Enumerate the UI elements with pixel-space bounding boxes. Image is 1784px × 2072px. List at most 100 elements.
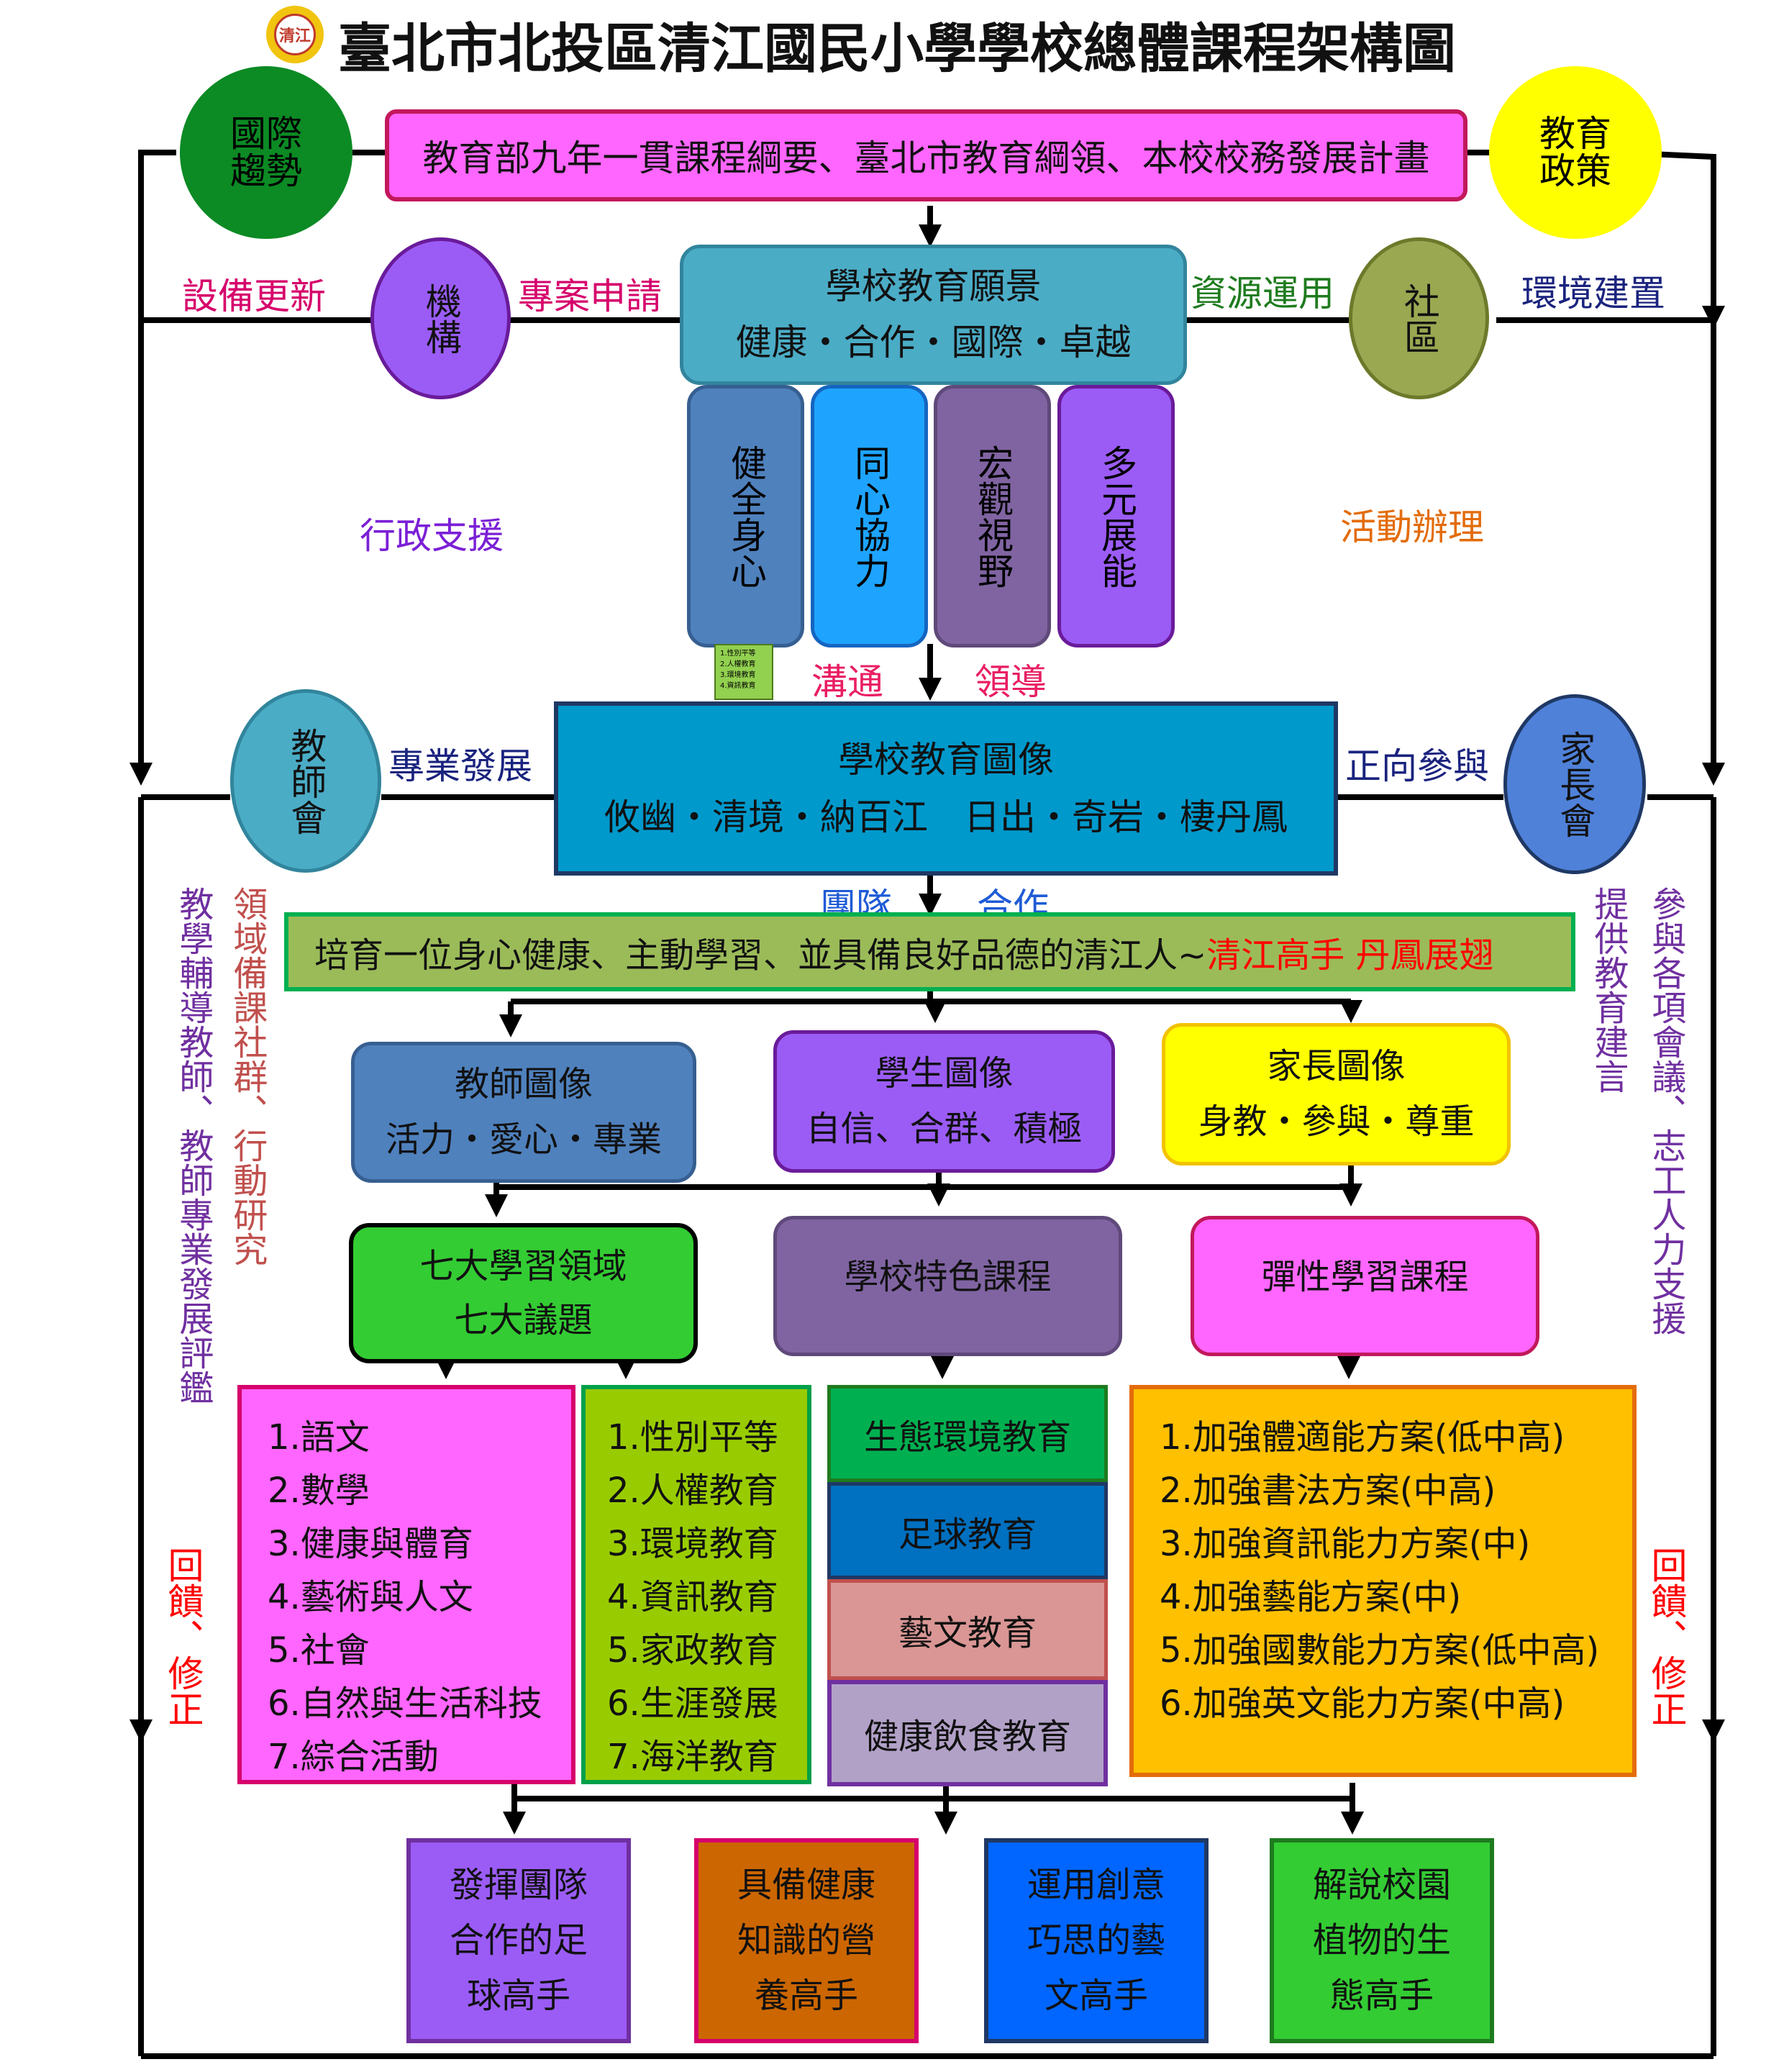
outcome-line: 發揮團隊	[449, 1865, 588, 1906]
list-item: 4.藝術與人文	[268, 1577, 473, 1617]
page-title: 臺北市北投區清江國民小學學校總體課程架構圖	[338, 18, 1456, 80]
feedback-right-text: 回饋、修正	[1645, 1547, 1688, 1727]
circle-teacher-association: 教師會	[230, 689, 381, 873]
outcome-ecology: 解說校園 植物的生 態高手	[1270, 1838, 1494, 2043]
teacher-portrait-title: 教師圖像	[454, 1064, 593, 1105]
vision-title: 學校教育願景	[825, 265, 1042, 307]
flexible-course-box: 彈性學習課程	[1191, 1216, 1539, 1356]
parent-portrait-title: 家長圖像	[1267, 1046, 1406, 1087]
school-image-title: 學校教育圖像	[838, 739, 1054, 781]
list-item: 6.生涯發展	[607, 1684, 778, 1724]
domains-list-box: 1.語文 2.數學 3.健康與體育 4.藝術與人文 5.社會 6.自然與生活科技…	[237, 1385, 575, 1784]
pillar-cooperation: 同心協力	[811, 385, 928, 648]
list-item: 7.海洋教育	[607, 1737, 778, 1777]
circle-institution: 機構	[370, 237, 511, 399]
outcome-arts: 運用創意 巧思的藝 文高手	[984, 1838, 1209, 2043]
teacher-portrait-box: 教師圖像 活力・愛心・專業	[351, 1042, 696, 1183]
list-item: 5.社會	[268, 1630, 370, 1671]
outcome-line: 解說校園	[1312, 1865, 1451, 1906]
feature-course-box: 學校特色課程	[773, 1216, 1122, 1356]
top-framework-text: 教育部九年一貫課程綱要、臺北市教育綱領、本校校務發展計畫	[422, 137, 1430, 179]
outcome-line: 植物的生	[1312, 1920, 1451, 1961]
flexible-list-box: 1.加強體適能方案(低中高) 2.加強書法方案(中高) 3.加強資訊能力方案(中…	[1129, 1385, 1637, 1777]
feature-item-arts: 藝文教育	[827, 1579, 1108, 1680]
goal-text: 培育一位身心健康、主動學習、並具備良好品德的清江人~	[314, 935, 1207, 976]
school-logo-icon: 清江	[266, 6, 324, 63]
list-item: 4.資訊教育	[607, 1577, 778, 1617]
pillar-4-label: 多元展能	[1096, 444, 1137, 589]
circle-parent-association: 家長會	[1503, 694, 1646, 874]
label-right-col2: 參與各項會議、志工人力支援	[1645, 886, 1686, 1335]
list-item: 1.語文	[268, 1417, 370, 1458]
issues-list-box: 1.性別平等 2.人權教育 3.環境教育 4.資訊教育 5.家政教育 6.生涯發…	[581, 1385, 811, 1784]
outcome-line: 知識的營	[737, 1920, 875, 1961]
pillar-global-vision: 宏觀視野	[934, 385, 1051, 648]
teacher-portrait-text: 活力・愛心・專業	[385, 1119, 662, 1160]
circle-community-label: 社區	[1398, 282, 1440, 355]
student-portrait-text: 自信、合群、積極	[806, 1109, 1083, 1149]
label-communication: 溝通	[811, 661, 883, 703]
outcome-line: 養高手	[754, 1975, 858, 2016]
right-col1-text: 提供教育建言	[1588, 886, 1629, 1094]
label-activities: 活動辦理	[1340, 506, 1484, 548]
logo-text: 清江	[274, 14, 316, 55]
list-item: 2.人權教育	[607, 1471, 778, 1511]
goal-highlight: 清江高手 丹鳳展翅	[1206, 935, 1494, 976]
list-item: 2.數學	[268, 1471, 370, 1511]
seven-domains-line2: 七大議題	[454, 1299, 593, 1340]
list-item: 6.加強英文能力方案(中高)	[1160, 1684, 1565, 1724]
feature-item-ecology: 生態環境教育	[827, 1385, 1108, 1482]
parent-portrait-text: 身教・參與・尊重	[1198, 1101, 1475, 1142]
circle-international-trends: 國際趨勢	[180, 66, 352, 239]
list-item: 7.綜合活動	[268, 1737, 439, 1777]
label-feedback-left: 回饋、修正	[163, 1547, 204, 1727]
pillar-healthy-body-mind: 健全身心	[687, 385, 804, 648]
small-note-line: 4.資訊教育	[720, 682, 756, 690]
outcome-football: 發揮團隊 合作的足 球高手	[406, 1838, 631, 2043]
label-equipment-update: 設備更新	[182, 276, 326, 317]
list-item: 5.加強國數能力方案(低中高)	[1160, 1630, 1600, 1671]
outcome-line: 巧思的藝	[1027, 1920, 1165, 1961]
school-image-text: 攸幽・清境・納百江 日出・奇岩・棲丹鳳	[604, 796, 1288, 838]
feature-item-label: 藝文教育	[898, 1613, 1037, 1653]
outcome-line: 運用創意	[1027, 1865, 1165, 1906]
label-project-application: 專案申請	[518, 276, 662, 317]
top-framework-box: 教育部九年一貫課程綱要、臺北市教育綱領、本校校務發展計畫	[385, 109, 1467, 201]
left-col1-text: 教學輔導教師、教師專業發展評鑑	[173, 886, 214, 1404]
pillar-1-label: 健全身心	[725, 444, 767, 589]
list-item: 2.加強書法方案(中高)	[1160, 1471, 1496, 1511]
school-image-box: 學校教育圖像 攸幽・清境・納百江 日出・奇岩・棲丹鳳	[554, 701, 1338, 876]
list-item: 3.健康與體育	[268, 1524, 473, 1564]
vision-values: 健康・合作・國際・卓越	[735, 321, 1132, 363]
student-portrait-title: 學生圖像	[875, 1053, 1014, 1094]
feature-item-label: 健康飲食教育	[863, 1717, 1071, 1757]
circle-teacher-assoc-label: 教師會	[285, 727, 327, 835]
small-note-line: 3.環境教育	[720, 671, 756, 679]
vision-box: 學校教育願景 健康・合作・國際・卓越	[680, 245, 1187, 385]
list-item: 1.性別平等	[607, 1417, 778, 1458]
feature-course-label: 學校特色課程	[844, 1257, 1052, 1297]
pillar-diverse-talents: 多元展能	[1057, 385, 1175, 648]
small-note-line: 2.人權教育	[720, 660, 756, 668]
seven-domains-line1: 七大學習領域	[419, 1246, 627, 1287]
circle-institution-label: 機構	[419, 282, 462, 355]
student-portrait-box: 學生圖像 自信、合群、積極	[773, 1030, 1115, 1173]
seven-domains-box: 七大學習領域 七大議題	[349, 1223, 698, 1363]
outcome-line: 合作的足	[449, 1920, 588, 1961]
circle-community: 社區	[1349, 237, 1489, 399]
circle-international-label: 國際趨勢	[230, 112, 302, 192]
pillar-2-label: 同心協力	[849, 444, 891, 589]
goal-box: 培育一位身心健康、主動學習、並具備良好品德的清江人~ 清江高手 丹鳳展翅	[284, 912, 1575, 991]
outcome-line: 態高手	[1329, 1975, 1434, 2016]
pillar-3-label: 宏觀視野	[972, 444, 1014, 589]
list-item: 3.環境教育	[607, 1524, 778, 1564]
circle-parent-assoc-label: 家長會	[1554, 730, 1596, 838]
small-issue-note: 1.性別平等 2.人權教育 3.環境教育 4.資訊教育	[714, 644, 773, 700]
circle-policy-label: 教育政策	[1539, 112, 1611, 192]
circle-education-policy: 教育政策	[1489, 66, 1662, 239]
right-col2-text: 參與各項會議、志工人力支援	[1645, 886, 1686, 1335]
outcome-line: 球高手	[466, 1975, 570, 2016]
flexible-course-label: 彈性學習課程	[1261, 1257, 1469, 1297]
outcome-nutrition: 具備健康 知識的營 養高手	[694, 1838, 919, 2043]
label-leadership: 領導	[975, 661, 1047, 703]
